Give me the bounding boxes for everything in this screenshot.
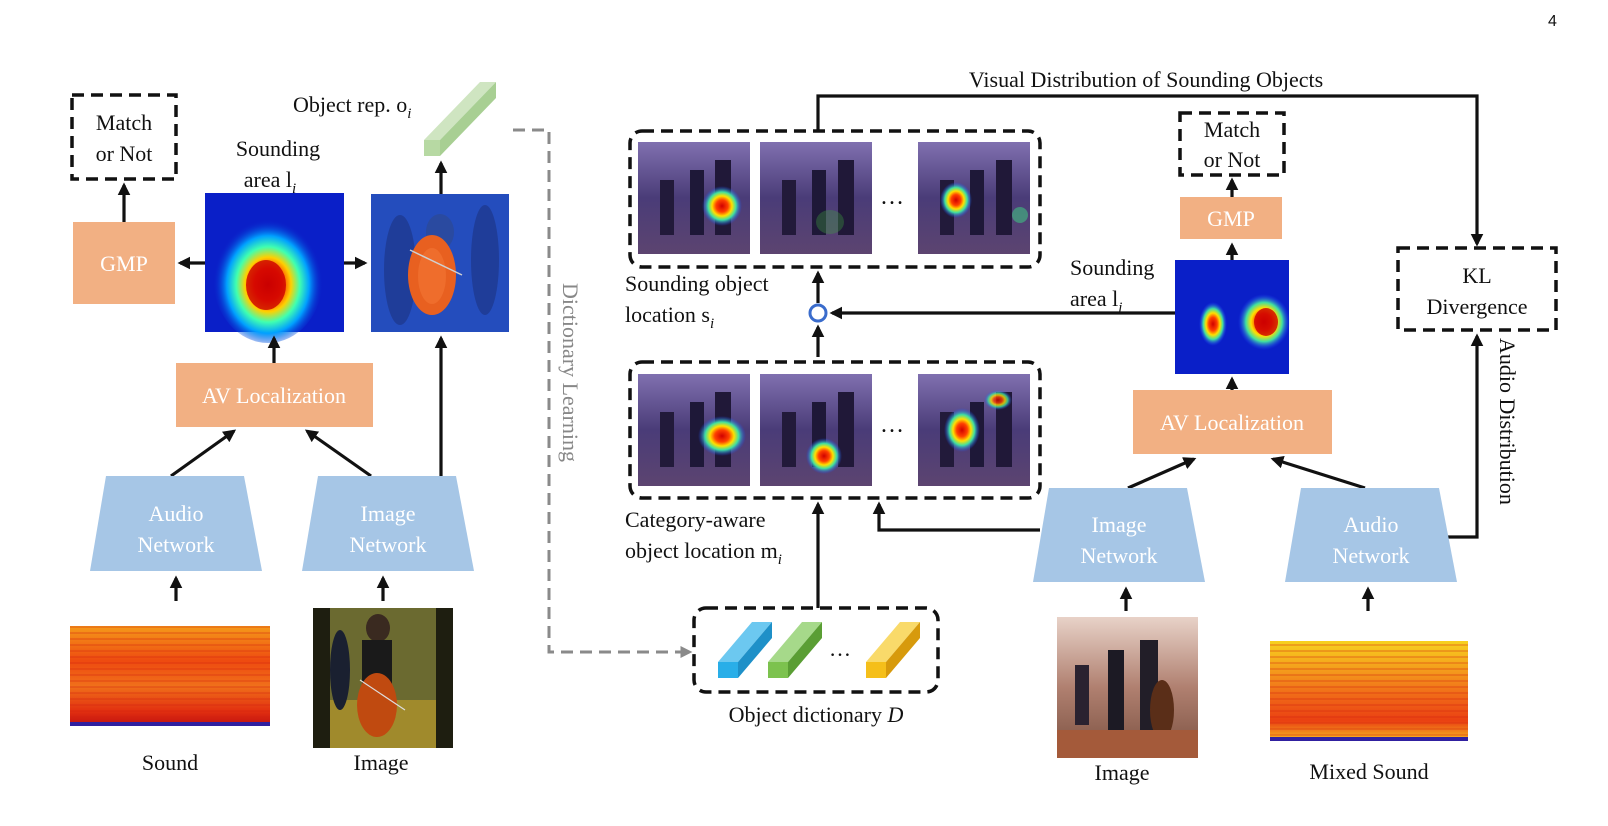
left-overlay-image (371, 194, 509, 332)
right-gmp-block: GMP (1180, 197, 1282, 239)
right-image-network: Image Network (1033, 488, 1205, 582)
dict-vector-green (768, 622, 822, 678)
right-sounding-line1: Sounding (1070, 255, 1154, 280)
right-heatmap (1175, 260, 1290, 374)
category-aware-line1: Category-aware (625, 507, 765, 532)
left-audio-network: Audio Network (90, 476, 262, 571)
right-audio-network: Audio Network (1285, 488, 1457, 582)
left-heatmap (205, 193, 344, 343)
object-dictionary-label: Object dictionary D (729, 702, 904, 727)
category-frame-2 (760, 374, 872, 486)
left-image-network: Image Network (302, 476, 474, 571)
category-ellipsis: … (880, 412, 904, 438)
left-spectrogram (70, 626, 270, 726)
dict-ellipsis: … (829, 636, 851, 661)
category-frame-3 (918, 374, 1030, 486)
sounding-object-location-line2: location si (625, 302, 714, 332)
sounding-frame-2 (760, 142, 872, 254)
left-image-caption: Image (354, 750, 409, 775)
left-image-line1: Image (361, 501, 416, 526)
right-match-box: Match or Not (1178, 111, 1286, 177)
visual-distribution-label: Visual Distribution of Sounding Objects (969, 67, 1323, 92)
right-av-label: AV Localization (1160, 410, 1304, 435)
dict-vector-yellow (866, 622, 920, 678)
audio-distribution-label: Audio Distribution (1495, 338, 1520, 505)
right-image-caption: Image (1095, 760, 1150, 785)
left-gmp-block: GMP (73, 222, 175, 304)
dict-vector-cyan (718, 622, 772, 678)
sounding-frame-3 (918, 142, 1030, 254)
right-image-line2: Network (1081, 543, 1158, 568)
left-input-image (313, 608, 453, 748)
right-gmp-label: GMP (1207, 206, 1255, 231)
left-object-rep-vector (424, 82, 496, 156)
sounding-ellipsis: … (880, 184, 904, 210)
right-sounding-line2: area li (1070, 286, 1122, 316)
page-number: 4 (1548, 13, 1557, 30)
left-audio-line1: Audio (149, 501, 204, 526)
left-av-label: AV Localization (202, 383, 346, 408)
left-sounding-line1: Sounding (236, 136, 320, 161)
left-audio-line2: Network (138, 532, 215, 557)
mixed-sound-caption: Mixed Sound (1309, 759, 1428, 784)
right-image-line1: Image (1092, 512, 1147, 537)
right-input-image (1057, 617, 1198, 758)
left-match-line1: Match (96, 110, 152, 135)
sounding-frame-1 (638, 142, 750, 254)
left-match-line2: or Not (96, 141, 153, 166)
right-match-line1: Match (1204, 117, 1260, 142)
kl-line2: Divergence (1427, 294, 1528, 319)
left-av-localization: AV Localization (176, 363, 373, 427)
left-image-line2: Network (350, 532, 427, 557)
dictionary-learning-label: Dictionary Learning (558, 283, 583, 462)
left-sounding-line2: area li (244, 167, 296, 197)
left-gmp-label: GMP (100, 251, 148, 276)
right-av-localization: AV Localization (1133, 390, 1332, 454)
left-object-rep-label: Object rep. oi (293, 92, 411, 122)
right-audio-line1: Audio (1344, 512, 1399, 537)
left-match-box: Match or Not (70, 93, 178, 181)
left-sound-caption: Sound (142, 750, 198, 775)
right-audio-line2: Network (1333, 543, 1410, 568)
sounding-object-location-line1: Sounding object (625, 271, 769, 296)
right-match-line2: or Not (1204, 147, 1261, 172)
right-spectrogram (1270, 641, 1468, 741)
kl-line1: KL (1462, 263, 1491, 288)
combine-node-icon (808, 303, 828, 323)
category-frame-1 (638, 374, 750, 486)
category-aware-line2: object location mi (625, 538, 782, 568)
kl-divergence-box: KL Divergence (1396, 246, 1558, 332)
